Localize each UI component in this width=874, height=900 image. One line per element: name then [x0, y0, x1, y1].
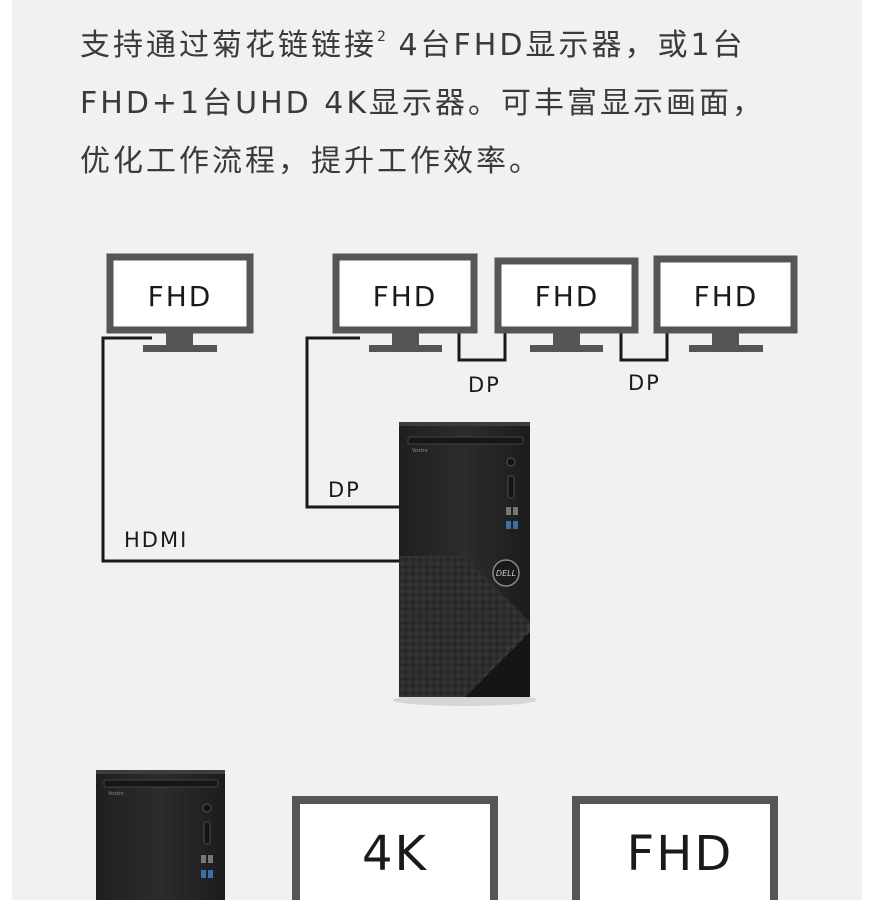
intro-line-2: FHD+1台UHD 4K显示器。可丰富显示画面， [80, 86, 766, 121]
monitor-fhd-4: FHD [653, 255, 798, 352]
monitor-1-label: FHD [148, 280, 213, 313]
dp-chain-cable-2 [619, 330, 669, 362]
monitor-fhd-3: FHD [494, 257, 639, 352]
monitor-4k: 4K [292, 796, 498, 900]
hdmi-label: HDMI [124, 528, 188, 552]
dp-main-label: DP [328, 478, 361, 502]
dp-chain-label-2: DP [628, 371, 661, 395]
intro-line-1: 支持通过菊花链链接2 4台FHD显示器，或1台 [80, 28, 746, 63]
tower-brand-text: Vostro [412, 448, 428, 454]
monitor-fhd-1: FHD [106, 253, 254, 352]
dp-cable-main [305, 336, 401, 509]
monitor-4k-label: 4K [362, 826, 428, 882]
monitor-fhd-2: FHD [332, 253, 478, 352]
hdmi-cable [101, 336, 401, 563]
tower-2-brand-text: Vostro [108, 791, 124, 797]
monitor-3-label: FHD [535, 280, 600, 313]
monitor-fhd-bottom-label: FHD [627, 826, 734, 882]
intro-line-3: 优化工作流程，提升工作效率。 [80, 144, 542, 179]
desktop-tower: Vostro DELL [393, 422, 537, 706]
dp-chain-cable-1 [457, 330, 507, 362]
intro-text: 支持通过菊花链链接2 4台FHD显示器，或1台 FHD+1台UHD 4K显示器。… [80, 8, 840, 191]
monitor-4-label: FHD [694, 280, 759, 313]
monitor-2-label: FHD [373, 280, 438, 313]
desktop-tower-2: Vostro [96, 770, 225, 900]
monitor-fhd-bottom: FHD [572, 796, 778, 900]
dell-logo-icon: DELL [496, 569, 516, 578]
dp-chain-label-1: DP [468, 373, 501, 397]
